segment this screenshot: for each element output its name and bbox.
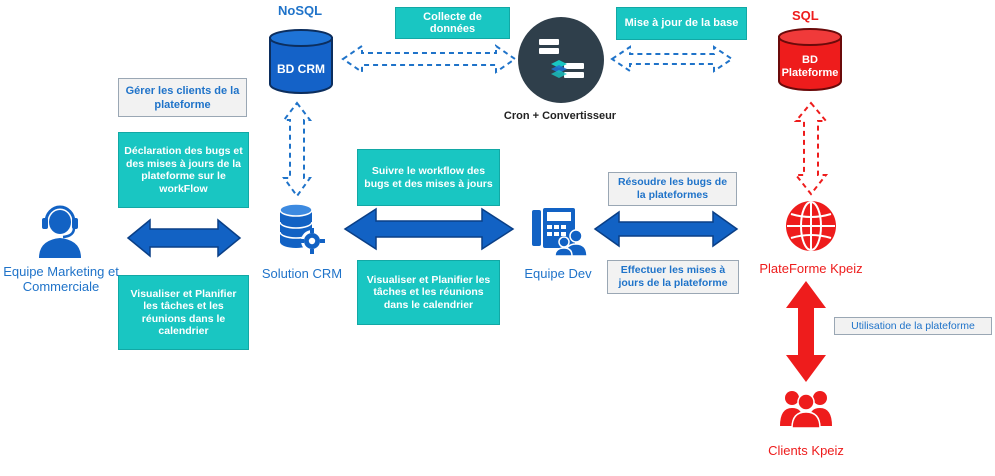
db-crm[interactable]: BD CRM <box>268 28 334 96</box>
resoudre-bugs-box: Résoudre les bugs de la plateformes <box>608 172 737 206</box>
arrow-dev-plateforme <box>593 210 739 248</box>
collecte-box: Collecte de données <box>395 7 510 39</box>
visualiser-left-box: Visualiser et Planifier les tâches et le… <box>118 275 249 350</box>
effectuer-mises-box: Effectuer les mises à jours de la platef… <box>607 260 739 294</box>
db-plateforme-cylinder-icon <box>778 28 842 91</box>
phone-team-icon <box>532 208 588 257</box>
visualiser-mid-box: Visualiser et Planifier les tâches et le… <box>357 260 500 325</box>
db-crm-cylinder-icon <box>269 29 333 94</box>
solution-crm-label: Solution CRM <box>261 266 343 281</box>
arrow-crm-dev <box>343 207 515 251</box>
marketing-node[interactable] <box>37 200 83 260</box>
db-crm-label: BD CRM <box>277 62 325 76</box>
plateforme-label: PlateForme Kpeiz <box>759 261 863 276</box>
declaration-bugs-box: Déclaration des bugs et des mises à jour… <box>118 132 249 208</box>
clients-node[interactable] <box>780 386 832 429</box>
dashed-arrow-plateforme-vertical <box>793 101 829 196</box>
db-plateforme[interactable]: BD Plateforme <box>777 27 843 93</box>
equipe-marketing-label: Equipe Marketing et Commerciale <box>3 264 119 294</box>
gerer-clients-box: Gérer les clients de la plateforme <box>118 78 247 117</box>
headset-agent-icon <box>39 205 81 258</box>
plateforme-node[interactable] <box>785 200 837 252</box>
mise-a-jour-box: Mise à jour de la base <box>616 7 747 40</box>
utilisation-box: Utilisation de la plateforme <box>834 317 992 335</box>
suivre-workflow-box: Suivre le workflow des bugs et des mises… <box>357 149 500 206</box>
arrow-marketing-crm <box>126 218 242 258</box>
db-plateforme-label: BD Plateforme <box>781 54 839 79</box>
dashed-arrow-cron-plateforme <box>610 45 734 73</box>
dashed-arrow-crm-cron <box>341 44 517 74</box>
dashed-arrow-crm-vertical <box>281 101 313 198</box>
globe-icon <box>786 201 836 251</box>
nosql-label: NoSQL <box>278 3 323 18</box>
dev-node[interactable] <box>532 206 590 257</box>
server-stack-icon <box>518 17 604 103</box>
arrow-plateforme-clients <box>786 281 826 382</box>
sql-label: SQL <box>792 8 819 23</box>
cron-label: Cron + Convertisseur <box>503 110 617 122</box>
users-group-icon <box>780 391 832 429</box>
crm-node[interactable] <box>276 200 326 256</box>
cron-node[interactable] <box>517 16 605 104</box>
database-gear-icon <box>279 203 325 254</box>
equipe-dev-label: Equipe Dev <box>524 266 592 281</box>
clients-label: Clients Kpeiz <box>768 443 844 458</box>
